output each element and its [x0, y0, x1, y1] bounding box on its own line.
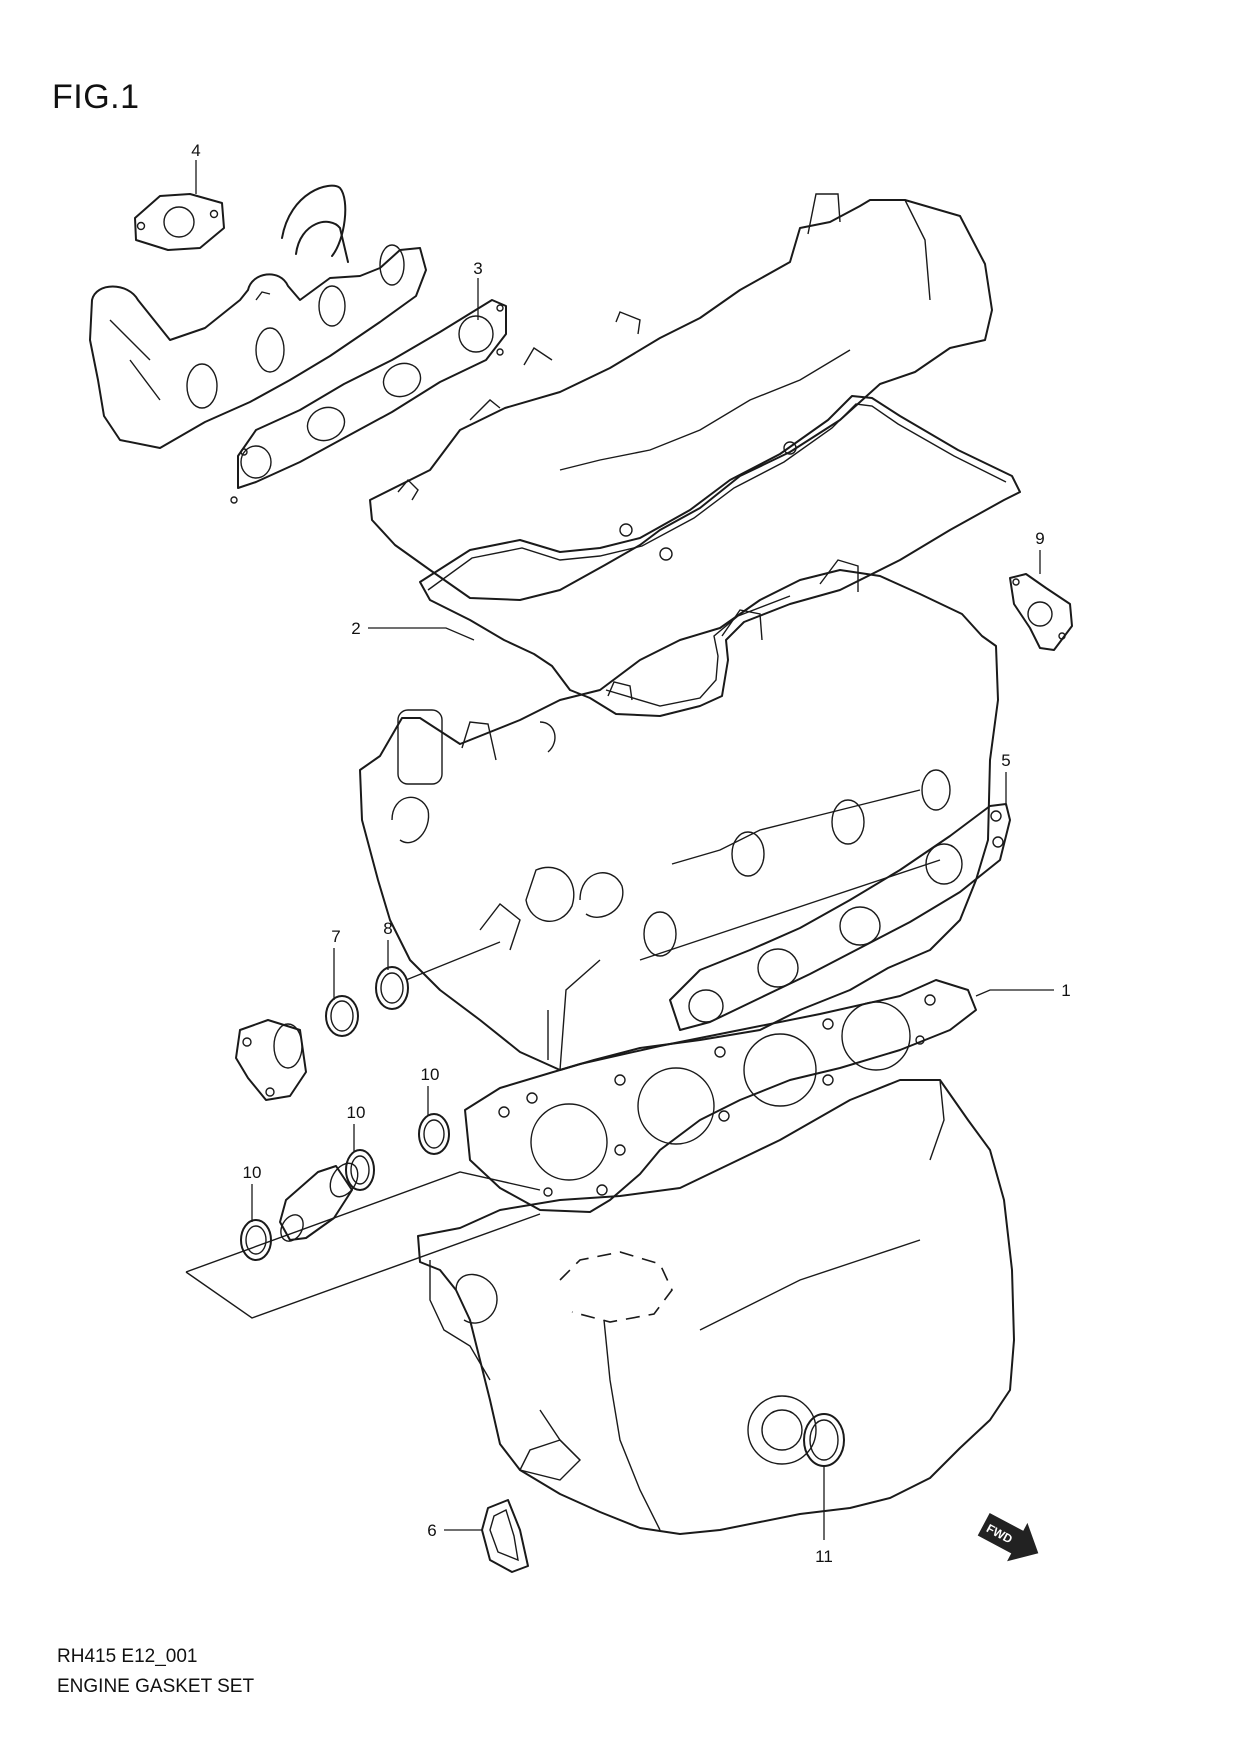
part-10-o-ring-c [240, 1219, 272, 1261]
part-4-flange-gasket [134, 193, 225, 251]
leader-lines [195, 160, 1054, 1540]
part-2-head-cover-gasket [419, 395, 1021, 717]
cylinder-head [359, 559, 999, 1071]
callout-8: 8 [383, 919, 392, 938]
locator-frame [185, 1171, 541, 1319]
callout-5: 5 [1001, 751, 1010, 770]
callout-4: 4 [191, 141, 200, 160]
figure-caption: ENGINE GASKET SET [57, 1676, 255, 1697]
callout-labels: 4 3 2 9 5 1 7 8 10 10 10 6 11 [191, 141, 1070, 1566]
callout-10-a: 10 [421, 1065, 440, 1084]
cylinder-block [417, 1079, 1015, 1535]
callout-10-b: 10 [347, 1103, 366, 1122]
part-11-o-ring [803, 1413, 845, 1467]
callout-2: 2 [351, 619, 360, 638]
callout-10-c: 10 [243, 1163, 262, 1182]
fwd-arrow-icon: FWD [977, 1512, 1039, 1562]
callout-3: 3 [473, 259, 482, 278]
part-8-o-ring [375, 966, 409, 1010]
figure-code: RH415 E12_001 [57, 1646, 198, 1667]
part-1-cylinder-head-gasket [464, 979, 977, 1213]
part-6-gasket [481, 1499, 529, 1573]
part-10-o-ring-b [345, 1149, 375, 1191]
part-3-exhaust-manifold-gasket [230, 299, 507, 504]
callout-11: 11 [815, 1547, 833, 1566]
callout-6: 6 [427, 1521, 436, 1540]
part-10-o-ring-a [418, 1113, 450, 1155]
part-9-gasket [1009, 573, 1073, 651]
callout-9: 9 [1035, 529, 1044, 548]
part-7-o-ring [325, 995, 359, 1037]
water-pipe-fitting [279, 1162, 359, 1242]
callout-7: 7 [331, 927, 340, 946]
cylinder-head-cover [369, 193, 993, 601]
figure-title: FIG.1 [52, 78, 140, 116]
part-5-intake-manifold-gasket [669, 803, 1011, 1031]
exhaust-manifold [89, 184, 427, 449]
water-outlet-fitting [235, 1019, 307, 1101]
callout-1: 1 [1061, 981, 1070, 1000]
